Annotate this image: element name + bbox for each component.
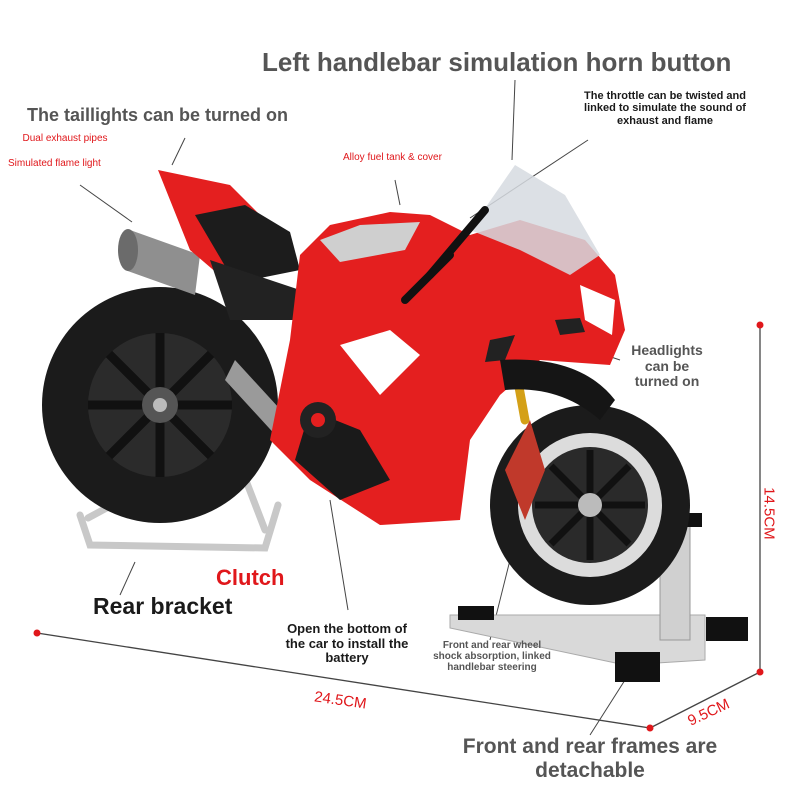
label-fuel-tank: Alloy fuel tank & cover [343,152,442,163]
fairing-shape [270,212,625,525]
tail-shape [158,170,300,320]
dimension-lines [33,321,764,732]
front-wheel-shape [490,359,690,605]
label-frames: Front and rear frames are detachable [462,735,718,782]
label-headlights: Headlights can be turned on [631,342,703,390]
windscreen-shape [470,165,600,275]
rear-wheel-shape [42,287,278,523]
label-clutch: Clutch [216,565,285,590]
label-throttle: The throttle can be twisted and linked t… [584,90,746,127]
label-rear-bracket: Rear bracket [93,593,233,619]
label-exhaust-pipes: Dual exhaust pipes [22,133,108,144]
exhaust-shape [118,229,290,440]
handlebar-shape [401,206,489,304]
dimension-height: 14.5CM [760,487,778,540]
label-horn-button: Left handlebar simulation horn button [262,47,732,77]
label-battery: Open the bottom of the car to install th… [285,621,409,666]
label-shock-absorption: Front and rear wheel shock absorption, l… [433,640,551,674]
label-flame-light: Simulated flame light [8,158,101,169]
label-taillights: The taillights can be turned on [27,105,289,125]
